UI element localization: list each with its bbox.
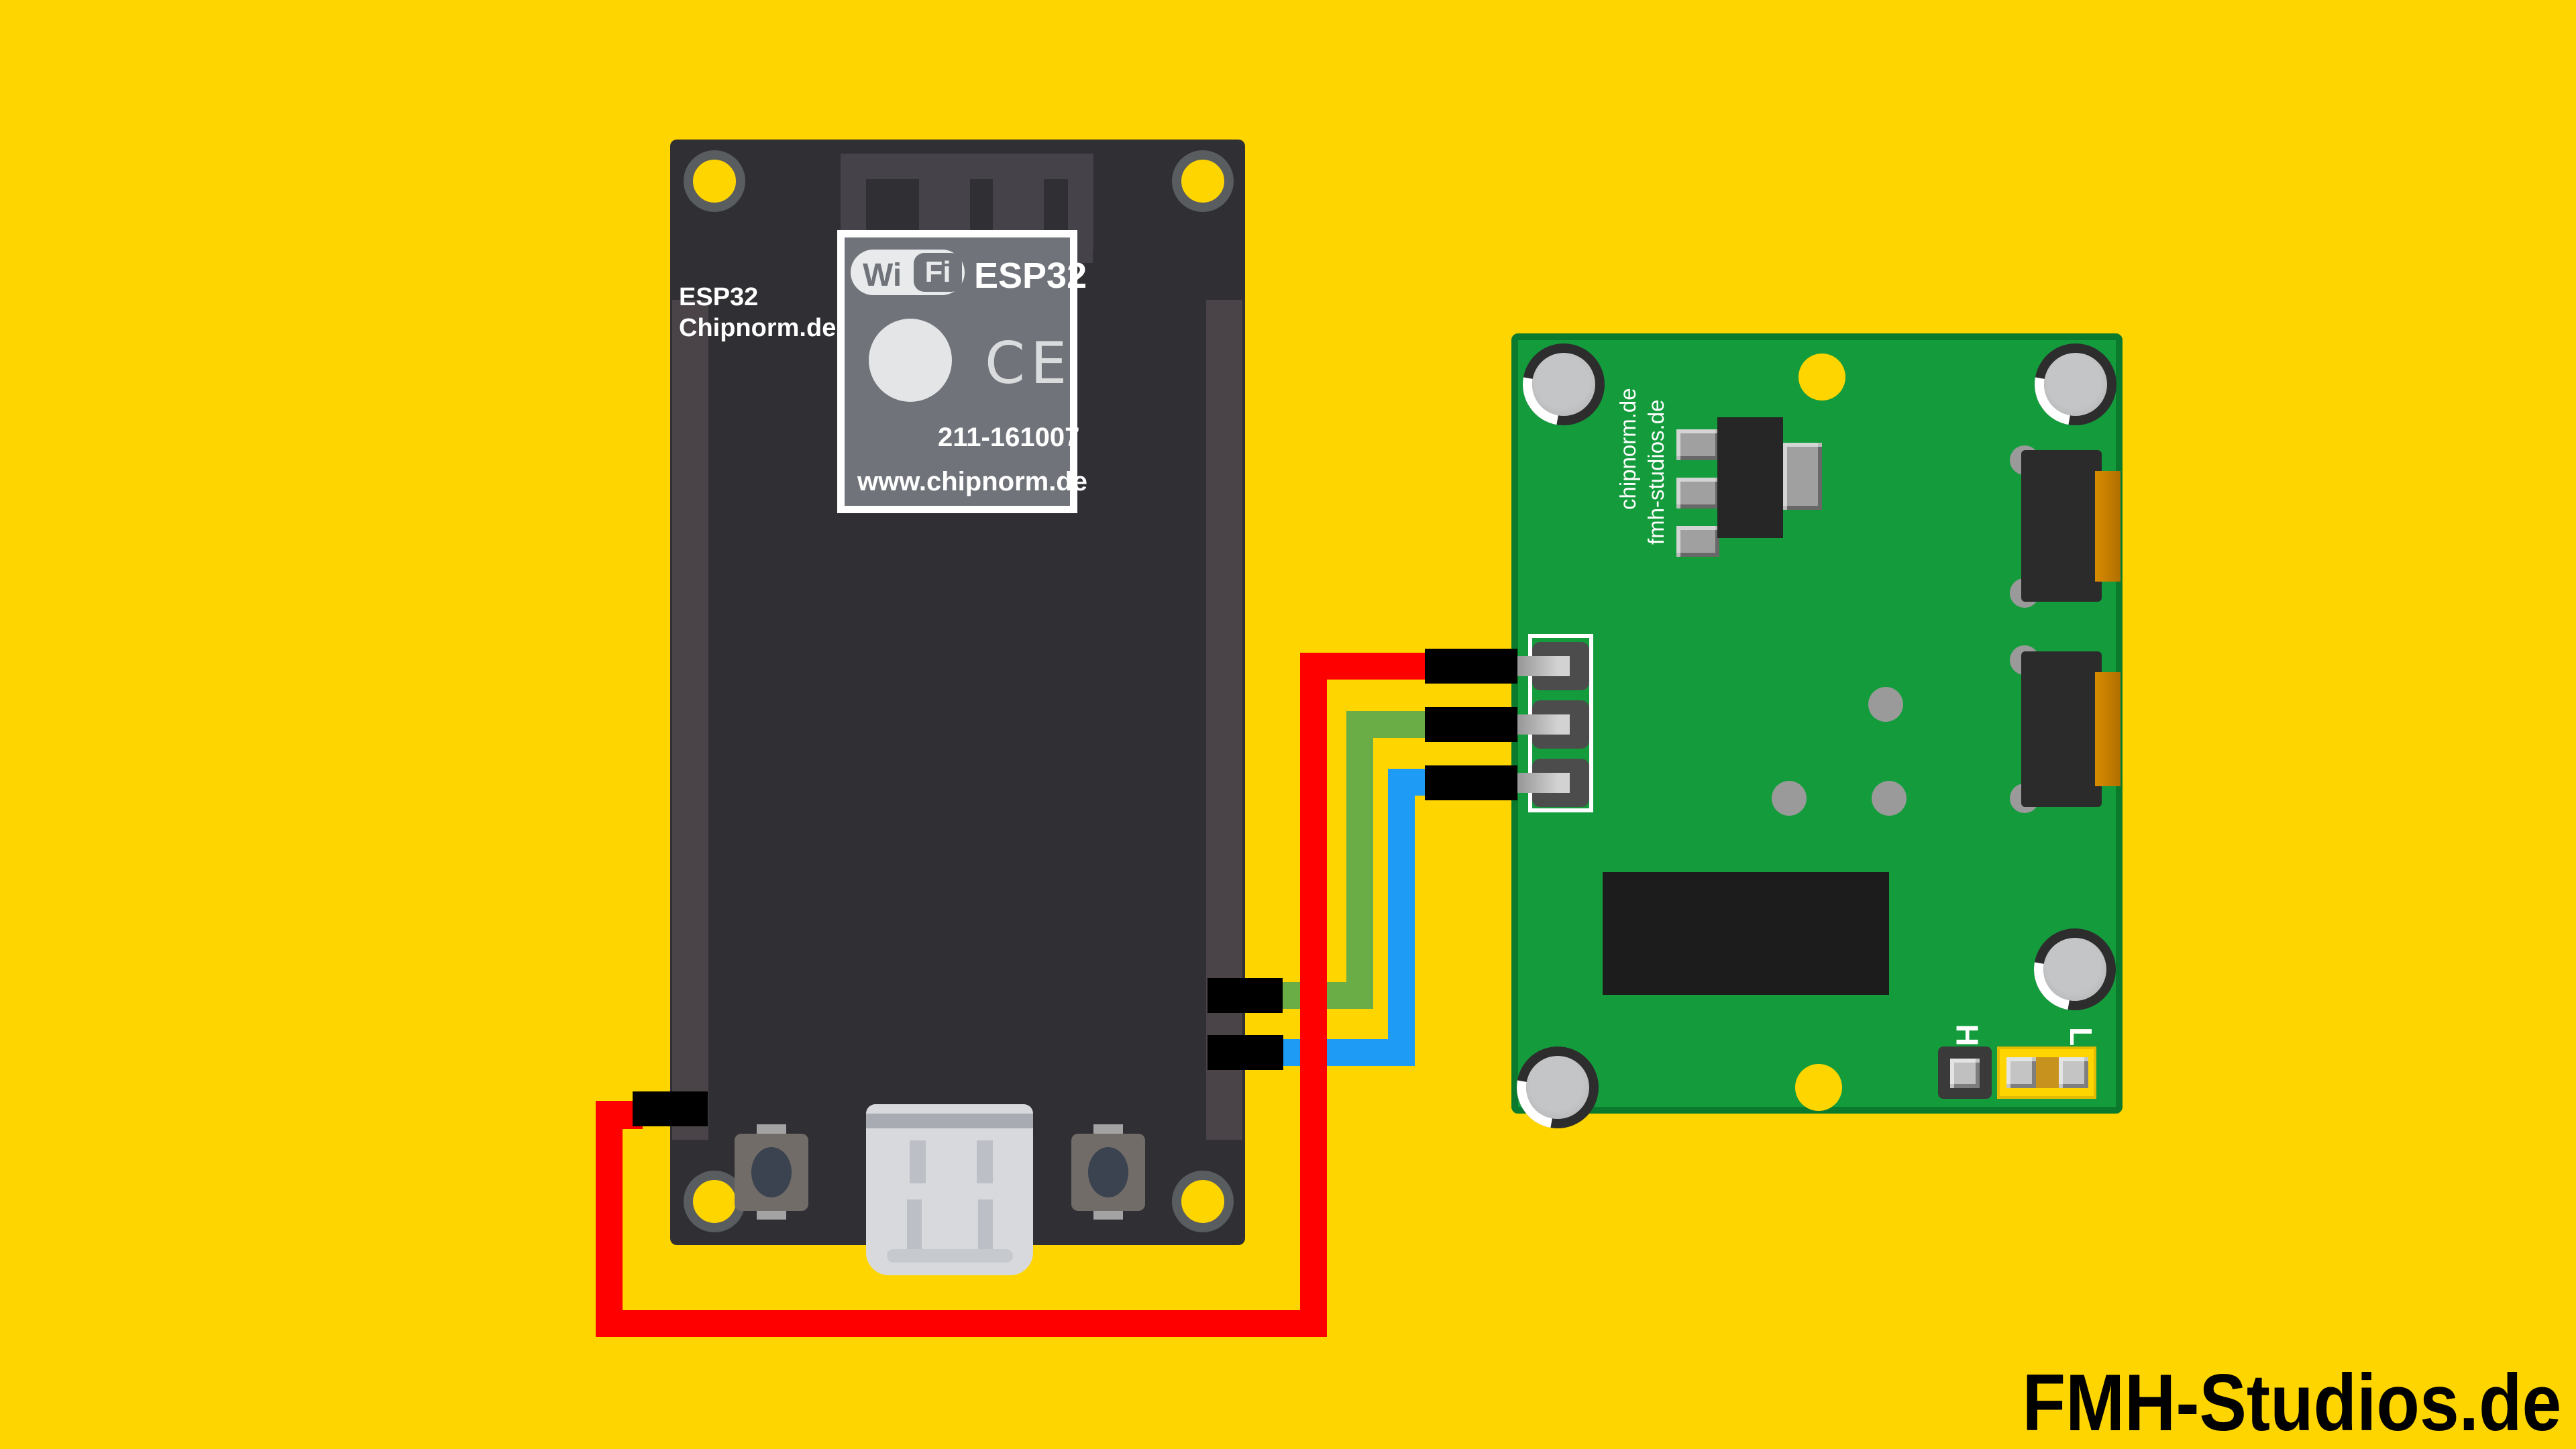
ground-wire-segment-vertical (1388, 769, 1415, 1066)
right-button-plunger (1088, 1147, 1128, 1197)
module-website: www.chipnorm.de (857, 467, 1087, 496)
signal-wire-segment-vertical (1346, 711, 1373, 1009)
sensor-silkscreen-line1: chipnorm.de (1615, 388, 1640, 510)
sensor-wire-block-signal (1425, 707, 1517, 742)
sensor-mount-circle (1517, 1046, 1599, 1128)
ce-mark: CE (985, 330, 1073, 397)
sensor-mount-circle (2034, 928, 2116, 1010)
regulator-body (1717, 417, 1783, 538)
watermark: FMH-Studios.de (2022, 1358, 2561, 1448)
esp32-corner-line2: Chipnorm.de (679, 314, 837, 343)
esp32-mount-hole (1172, 150, 1234, 212)
sensor-mount-circle (2035, 343, 2116, 425)
sensor-mount-circle (1523, 343, 1605, 425)
jumper-label-high: H (1949, 1024, 1985, 1046)
trimmer-body (2021, 651, 2102, 807)
usb-slot (910, 1140, 926, 1183)
sensor-hole (1795, 1064, 1842, 1111)
usb-top-strip (866, 1114, 1033, 1128)
wifi-logo-fi: Fi (914, 253, 962, 292)
sensor-header-pin (1511, 656, 1570, 676)
module-antenna-circle (869, 319, 952, 402)
usb-bottom-lip (887, 1249, 1013, 1263)
right-pin-strip (1206, 300, 1242, 1140)
via (1868, 687, 1903, 722)
trimmer-body (2021, 450, 2102, 602)
signal-wire-segment-top (1346, 711, 1430, 738)
esp32-mount-hole (684, 150, 745, 212)
main-ic-body (1603, 872, 1889, 995)
ground-wire-segment-top (1388, 769, 1430, 796)
power-wire-segment-right-vertical (1300, 653, 1327, 1337)
trimmer-screw (2095, 471, 2121, 582)
regulator-leg (1676, 478, 1719, 508)
gnd-connector-block (1208, 1035, 1283, 1070)
via (1872, 781, 1907, 816)
esp32-mount-hole (1172, 1171, 1234, 1232)
sensor-silkscreen-line2: fmh-studios.de (1644, 399, 1668, 545)
module-serial: 211-161007 (938, 423, 1080, 452)
usb-connector (866, 1104, 1033, 1275)
d15-connector-block (1208, 978, 1283, 1013)
jumper-cap-pin (2006, 1057, 2036, 1088)
left-button-plunger (751, 1147, 792, 1197)
usb-slot (977, 1140, 993, 1183)
jumper-cap-center (2036, 1057, 2059, 1088)
jumper-pin (1950, 1059, 1980, 1088)
wifi-logo-wi: Wi (863, 258, 902, 293)
usb-slot (907, 1199, 922, 1252)
regulator-leg (1676, 526, 1719, 557)
vin-connector-block (633, 1091, 708, 1126)
sensor-hole (1799, 354, 1845, 400)
wifi-logo-fi-text: Fi (924, 256, 951, 288)
regulator-tab (1783, 443, 1822, 510)
trimmer-screw (2095, 672, 2121, 786)
button-tab (757, 1124, 786, 1136)
regulator-leg (1676, 429, 1719, 460)
sensor-header-pin (1511, 773, 1570, 793)
usb-slot (978, 1199, 993, 1252)
esp32-corner-line1: ESP32 (679, 283, 759, 311)
sensor-header-pin (1511, 714, 1570, 735)
esp32-corner-silkscreen: ESP32 Chipnorm.de (679, 282, 836, 344)
sensor-wire-block-ground (1425, 765, 1517, 800)
jumper-label-low: L (2063, 1026, 2099, 1046)
jumper-cap-pin (2059, 1057, 2088, 1088)
power-wire-segment-bottom (596, 1310, 1327, 1337)
sensor-wire-block-power (1425, 649, 1517, 684)
power-wire-segment-left-vertical (596, 1101, 623, 1337)
button-tab (1093, 1124, 1123, 1136)
left-pin-strip (672, 300, 708, 1140)
via (1772, 781, 1807, 816)
power-wire-segment-top (1300, 653, 1430, 680)
module-name: ESP32 (974, 256, 1087, 296)
